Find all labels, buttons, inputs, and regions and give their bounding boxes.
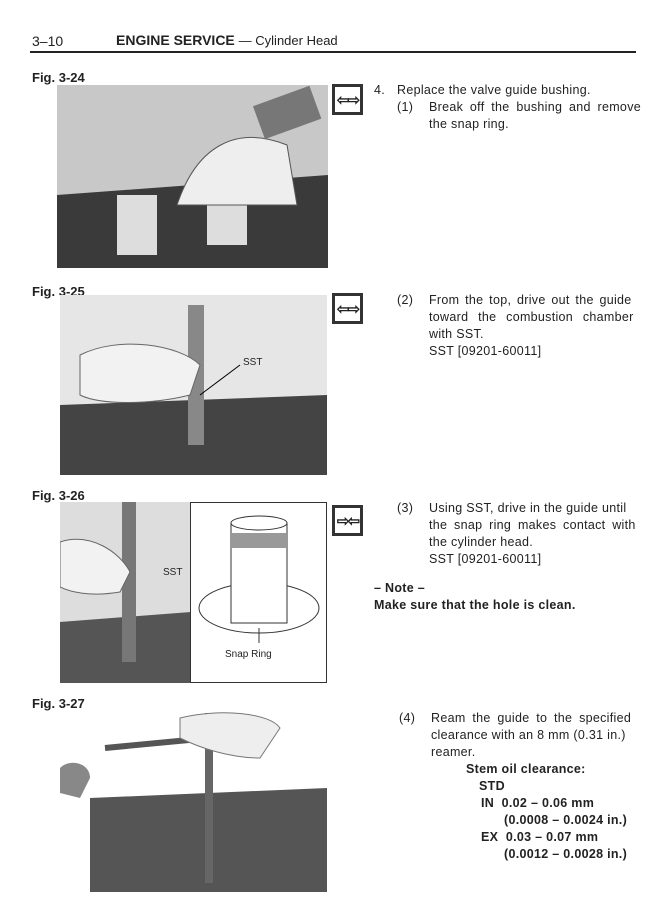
step-text: clearance with an 8 mm (0.31 in.) — [431, 728, 626, 742]
sst-number: SST [09201-60011] — [429, 552, 542, 566]
remove-icon: ⇦⇨ — [332, 84, 363, 115]
note-title: – Note – — [374, 581, 426, 595]
step-text: the cylinder head. — [429, 535, 534, 549]
note-text: Make sure that the hole is clean. — [374, 598, 576, 612]
spec-ex-inches: (0.0012 – 0.0028 in.) — [504, 847, 628, 861]
fig-3-26-photo — [60, 502, 191, 683]
fig-3-24-photo — [57, 85, 328, 268]
step-text: From the top, drive out the guide — [429, 293, 632, 307]
spec-title: Stem oil clearance: — [466, 762, 586, 776]
step-text: Using SST, drive in the guide until — [429, 501, 627, 515]
sst-callout: SST — [243, 357, 263, 368]
sst-callout: SST — [163, 567, 183, 578]
step-text: the snap ring makes contact with — [429, 518, 636, 532]
spec-ex: EX 0.03 – 0.07 mm — [481, 830, 599, 844]
step-number: 4. — [374, 83, 386, 97]
spec-in-inches: (0.0008 – 0.0024 in.) — [504, 813, 628, 827]
fig-3-26-label: Fig. 3-26 — [32, 488, 85, 503]
install-icon: ⇨⇦ — [332, 505, 363, 536]
step-text: Replace the valve guide bushing. — [397, 83, 591, 97]
page-number: 3–10 — [32, 33, 64, 49]
fig-3-24-label: Fig. 3-24 — [32, 70, 85, 85]
remove-icon: ⇦⇨ — [332, 293, 363, 324]
step-text: toward the combustion chamber — [429, 310, 634, 324]
step-text: with SST. — [429, 327, 484, 341]
section-name: ENGINE SERVICE — [116, 32, 235, 48]
fig-3-27-photo — [60, 708, 327, 892]
step-number: (3) — [397, 501, 414, 515]
step-text: Ream the guide to the specified — [431, 711, 632, 725]
subsection-name: — Cylinder Head — [238, 33, 338, 48]
spec-std: STD — [479, 779, 505, 793]
step-number: (1) — [397, 100, 414, 114]
snap-ring-label: Snap Ring — [225, 649, 272, 660]
step-text: Break off the bushing and remove — [429, 100, 641, 114]
snap-ring-diagram: Snap Ring — [190, 502, 327, 683]
step-text: the snap ring. — [429, 117, 509, 131]
spec-in: IN 0.02 – 0.06 mm — [481, 796, 595, 810]
sst-number: SST [09201-60011] — [429, 344, 542, 358]
fig-3-25-photo — [60, 295, 327, 475]
step-number: (4) — [399, 711, 416, 725]
header-rule — [30, 51, 636, 53]
section-title: ENGINE SERVICE — Cylinder Head — [116, 32, 338, 48]
step-text: reamer. — [431, 745, 476, 759]
fig-3-27-label: Fig. 3-27 — [32, 696, 85, 711]
step-number: (2) — [397, 293, 414, 307]
